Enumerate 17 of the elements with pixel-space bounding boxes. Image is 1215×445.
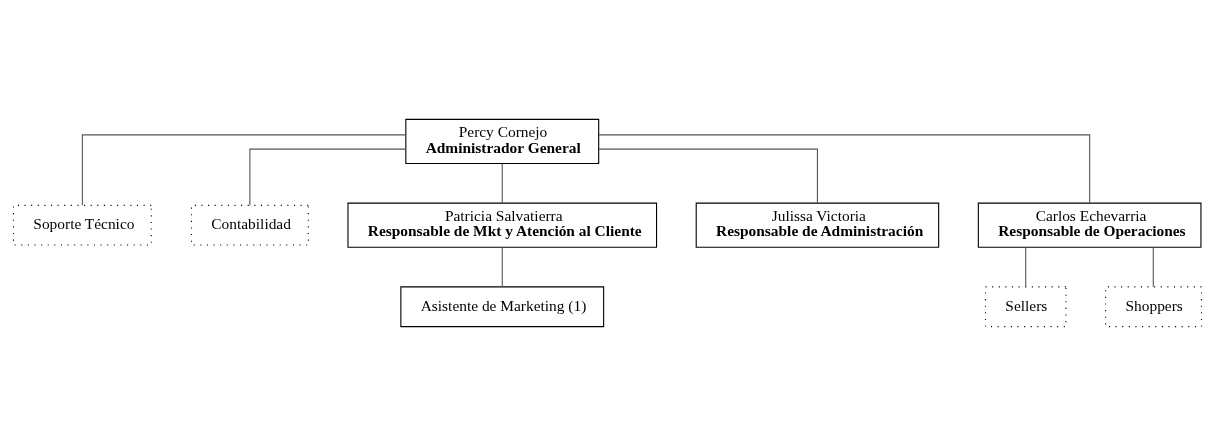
connector bbox=[1025, 246, 1027, 287]
node-box: Julissa Victoria Responsable de Administración bbox=[695, 202, 940, 248]
connector bbox=[81, 133, 406, 206]
connector bbox=[249, 148, 407, 206]
connector bbox=[501, 246, 503, 287]
node-box: Shoppers bbox=[1105, 285, 1203, 327]
connector bbox=[598, 133, 1091, 203]
node-box: Asistente de Marketing (1) bbox=[400, 285, 605, 327]
connector bbox=[598, 148, 818, 203]
node-box: Carlos Echevarria Responsable de Operaciones bbox=[977, 202, 1202, 248]
node-box: Soporte Técnico bbox=[12, 204, 152, 246]
connector bbox=[1152, 246, 1154, 287]
connector bbox=[501, 162, 503, 204]
node-box: Sellers bbox=[984, 285, 1067, 327]
node-box: Contabilidad bbox=[190, 204, 309, 246]
node-box: Patricia Salvatierra Responsable de Mkt y Atención al Cliente bbox=[347, 202, 658, 248]
node-box: Percy Cornejo Administrador General bbox=[405, 118, 600, 164]
